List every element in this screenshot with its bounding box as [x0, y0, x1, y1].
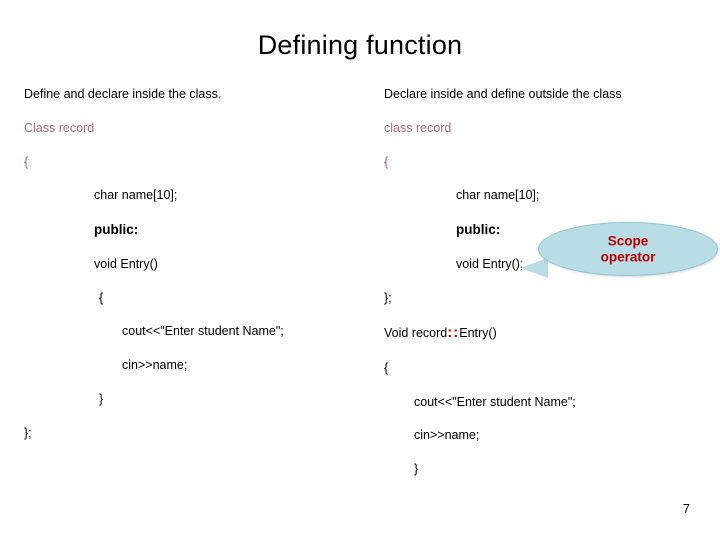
left-code-column: Define and declare inside the class. Cla…	[24, 87, 374, 440]
right-code-line-method-open: {	[384, 360, 389, 375]
left-code-line-method-decl: void Entry()	[94, 256, 158, 271]
left-heading: Define and declare inside the class.	[24, 87, 222, 101]
left-code-line-open-brace: {	[24, 154, 29, 169]
left-code-line-method-close: }	[99, 391, 104, 406]
right-code-line-public: public:	[456, 222, 501, 237]
right-code-line-cin: cin>>name;	[414, 428, 480, 443]
left-class-declaration: Class record	[24, 120, 95, 135]
right-code-line-method-decl: void Entry();	[456, 256, 524, 271]
left-code-line-class-close: };	[24, 425, 32, 440]
page-title: Defining function	[257, 30, 463, 60]
right-code-line-method-definition: Void record::Entry()	[384, 325, 714, 342]
right-code-line-cout: cout<<"Enter student Name";	[414, 394, 576, 409]
left-code-line-method-open: {	[99, 290, 104, 305]
scope-operator-callout: Scope operator	[538, 222, 718, 276]
left-code-line-public: public:	[94, 222, 139, 237]
right-heading: Declare inside and define outside the cl…	[384, 87, 622, 101]
right-code-line-class-close: };	[384, 290, 392, 305]
page-number: 7	[682, 501, 690, 516]
left-code-line-member: char name[10];	[94, 188, 178, 203]
right-code-line-member: char name[10];	[456, 188, 540, 203]
scope-operator-symbol: ::	[447, 324, 460, 342]
callout-line-1: Scope	[607, 233, 649, 249]
callout-text: Scope operator	[539, 233, 717, 264]
right-class-declaration: class record	[384, 120, 452, 135]
right-code-line-open-brace: {	[384, 154, 389, 169]
callout-line-2: operator	[600, 249, 656, 264]
right-code-line-method-close: }	[414, 462, 419, 477]
callout-tail	[520, 258, 548, 278]
right-method-name: Entry()	[459, 326, 497, 341]
left-code-line-cout: cout<<"Enter student Name";	[122, 324, 284, 339]
left-code-line-cin: cin>>name;	[122, 358, 188, 373]
right-code-column: Declare inside and define outside the cl…	[384, 87, 714, 477]
right-method-return-and-class: Void record	[384, 326, 448, 341]
